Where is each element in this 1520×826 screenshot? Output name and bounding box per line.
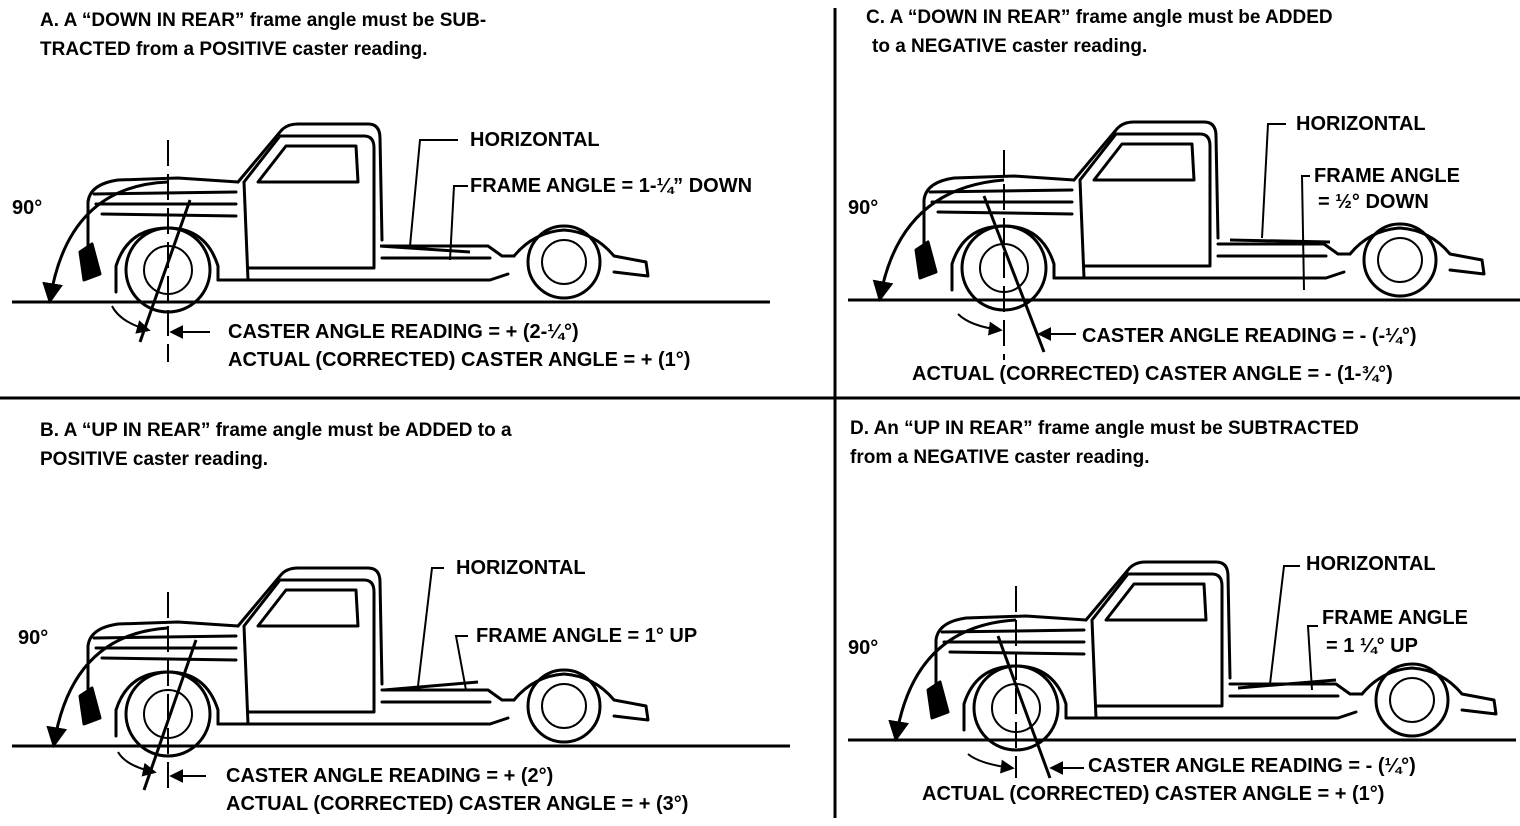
panel-c-heading: C. A “DOWN IN REAR” frame angle must be … (866, 3, 1333, 61)
horizontal-leader-b (417, 567, 444, 687)
panel-c-heading-line-2: to a NEGATIVE caster reading. (872, 36, 1148, 57)
panel-a-heading-line-1: A. A “DOWN IN REAR” frame angle must be … (40, 10, 487, 31)
angle-90-label-c: 90° (848, 197, 878, 219)
steering-axis-b (142, 639, 198, 791)
steering-axis-d (996, 635, 1052, 779)
caster-arc-c (957, 313, 1003, 336)
caster-arc-d (967, 753, 1015, 774)
frame-angle-line-a (379, 244, 471, 254)
actual-caster-label-d: ACTUAL (CORRECTED) CASTER ANGLE = + (1°) (922, 783, 1384, 805)
panel-d-heading-line-2: from a NEGATIVE caster reading. (850, 447, 1150, 468)
actual-caster-label-c: ACTUAL (CORRECTED) CASTER ANGLE = - (1-¾… (912, 363, 1393, 385)
frame-angle-label-b: FRAME ANGLE = 1° UP (476, 625, 697, 647)
caster-reading-label-c: CASTER ANGLE READING = - (-¼°) (1082, 325, 1417, 347)
angle-90-label-d: 90° (848, 637, 878, 659)
angle-90-label-a: 90° (12, 197, 42, 219)
actual-caster-label-a: ACTUAL (CORRECTED) CASTER ANGLE = + (1°) (228, 349, 690, 371)
horizontal-leader-a (409, 139, 458, 247)
caster-reading-label-a: CASTER ANGLE READING = + (2-¼°) (228, 321, 579, 343)
panel-a-heading-line-2: TRACTED from a POSITIVE caster reading. (40, 39, 428, 60)
actual-caster-label-b: ACTUAL (CORRECTED) CASTER ANGLE = + (3°) (226, 793, 688, 815)
frame-angle-line-c (1229, 238, 1331, 244)
steering-axis-a (138, 199, 192, 343)
frame-angle-label-c: FRAME ANGLE (1314, 165, 1460, 187)
panel-d-heading-line-1: D. An “UP IN REAR” frame angle must be S… (850, 418, 1359, 439)
truck-c (914, 120, 1486, 312)
panel-c: 90° HORIZONTAL FRAME ANGLE = ½° DOWN CAS… (848, 113, 1520, 385)
horizontal-label-c: HORIZONTAL (1296, 113, 1426, 135)
panel-b-heading: B. A “UP IN REAR” frame angle must be AD… (40, 416, 512, 474)
horizontal-leader-c (1261, 123, 1286, 239)
horizontal-leader-d (1269, 565, 1300, 685)
angle-90-label-b: 90° (18, 627, 48, 649)
frame-angle-label-d: FRAME ANGLE (1322, 607, 1468, 629)
horizontal-label-a: HORIZONTAL (470, 129, 600, 151)
panel-d-heading: D. An “UP IN REAR” frame angle must be S… (850, 414, 1359, 472)
caster-arc-a (111, 305, 151, 334)
caster-reading-label-b: CASTER ANGLE READING = + (2°) (226, 765, 553, 787)
horizontal-label-d: HORIZONTAL (1306, 553, 1436, 575)
truck-a (78, 122, 650, 314)
panel-b-heading-line-2: POSITIVE caster reading. (40, 449, 269, 470)
frame-angle-value-d: = 1 ¼° UP (1326, 635, 1418, 657)
panel-b-heading-line-1: B. A “UP IN REAR” frame angle must be AD… (40, 420, 512, 441)
frame-angle-line-d (1237, 678, 1337, 690)
frame-angle-line-b (383, 680, 479, 692)
frame-leader-c (1300, 175, 1310, 291)
steering-axis-c (982, 195, 1046, 353)
frame-angle-label-a: FRAME ANGLE = 1-¼” DOWN (470, 175, 752, 197)
arc-90-a (42, 180, 169, 305)
horizontal-label-b: HORIZONTAL (456, 557, 586, 579)
caster-reading-label-d: CASTER ANGLE READING = - (¼°) (1088, 755, 1416, 777)
frame-leader-d (1306, 625, 1318, 691)
caster-arc-b (117, 751, 157, 777)
arc-90-c (872, 178, 1005, 303)
panel-b: 90° HORIZONTAL FRAME ANGLE = 1° UP CASTE… (12, 557, 790, 815)
panel-d: 90° HORIZONTAL FRAME ANGLE = 1 ¼° UP CAS… (848, 553, 1516, 805)
panel-a-heading: A. A “DOWN IN REAR” frame angle must be … (40, 6, 486, 64)
frame-leader-b (454, 635, 468, 691)
frame-angle-value-c: = ½° DOWN (1318, 191, 1429, 213)
frame-leader-a (449, 185, 468, 261)
arc-90-d (888, 618, 1017, 743)
arc-90-b (46, 626, 169, 749)
panel-c-heading-line-1: C. A “DOWN IN REAR” frame angle must be … (866, 7, 1333, 28)
panel-a: 90° HORIZONTAL FRAME ANGLE = 1-¼” DOWN C… (12, 122, 770, 371)
